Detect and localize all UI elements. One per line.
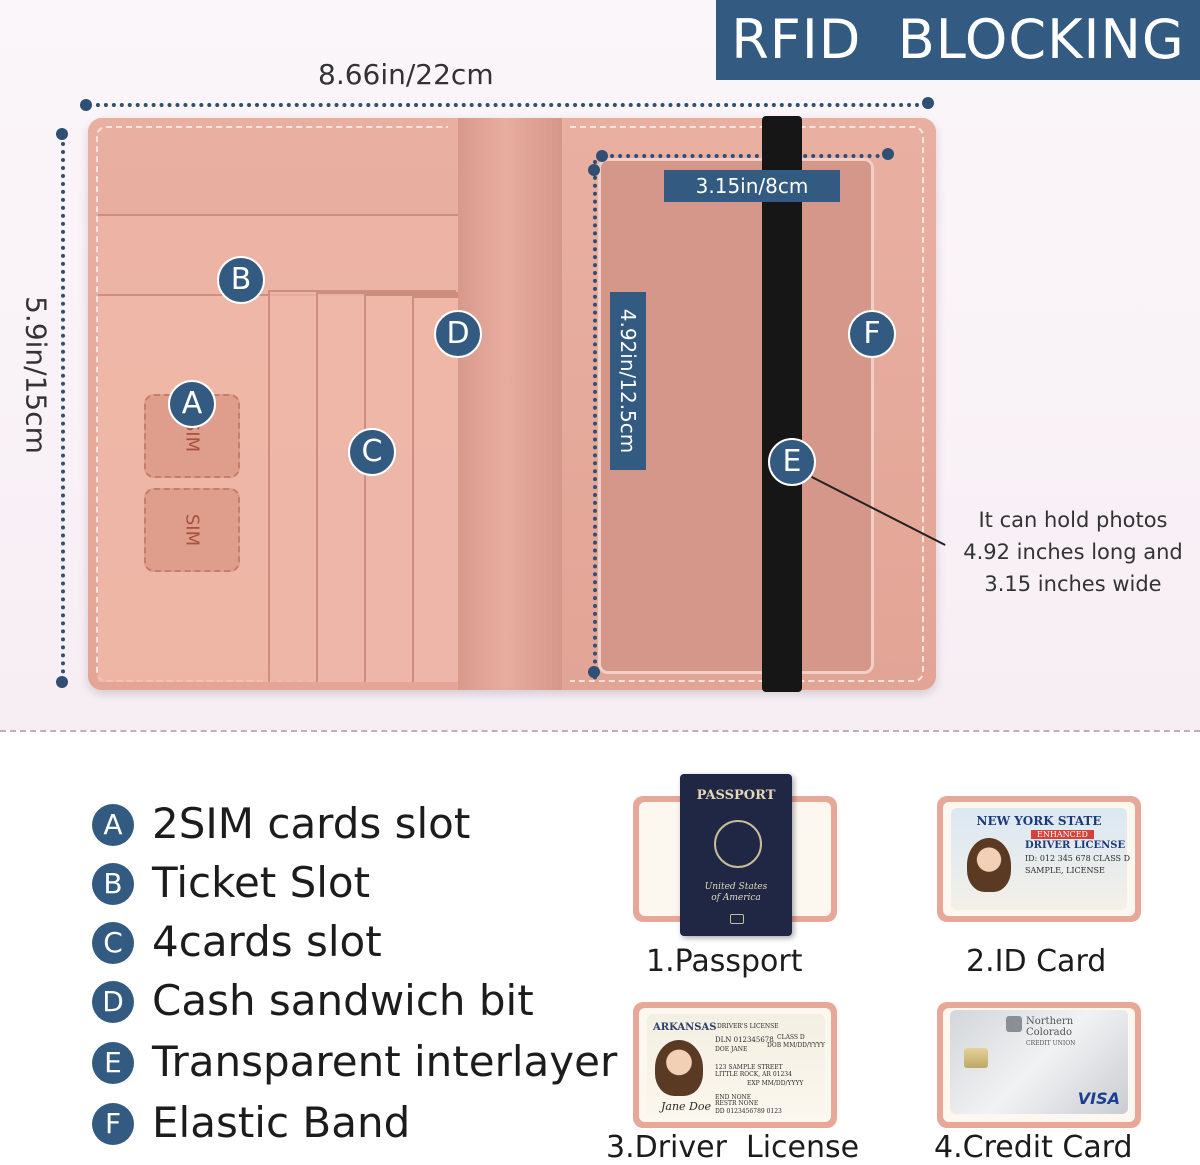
legend-badge: E <box>92 1042 134 1084</box>
license-address-2: LITTLE ROCK, AR 01234 <box>715 1071 792 1078</box>
marker-b: B <box>217 256 265 304</box>
legend-badge: F <box>92 1103 134 1145</box>
width-dimension-label: 8.66in/22cm <box>318 58 494 91</box>
legend-text: Cash sandwich bit <box>152 976 534 1025</box>
bank-name: Northern Colorado CREDIT UNION <box>1026 1016 1075 1049</box>
id-card-frame: NEW YORK STATE ENHANCED DRIVER LICENSE I… <box>937 796 1141 922</box>
window-height-label: 4.92in/12.5cm <box>610 292 646 470</box>
marker-d: D <box>434 310 482 358</box>
elastic-band <box>762 116 802 692</box>
height-dimension-end <box>56 676 68 688</box>
legend-badge: C <box>92 922 134 964</box>
license-type: DRIVER'S LICENSE <box>717 1023 779 1030</box>
window-width-start <box>596 150 608 162</box>
id-card-tag: ENHANCED <box>1031 830 1094 839</box>
wallet-left-panel: SIM SIM <box>88 118 460 690</box>
marker-a: A <box>168 380 216 428</box>
right-panel-stitching <box>570 126 924 682</box>
id-card-type: DRIVER LICENSE <box>1025 840 1126 851</box>
window-width-label: 3.15in/8cm <box>664 170 840 202</box>
note-line-1: It can hold photos <box>978 508 1168 532</box>
id-card-inner: NEW YORK STATE ENHANCED DRIVER LICENSE I… <box>943 802 1135 916</box>
license-dob: DOB MM/DD/YYYY <box>767 1042 825 1049</box>
credit-card-image: Northern Colorado CREDIT UNION VISA <box>950 1010 1128 1114</box>
license-exp: EXP MM/DD/YYYY <box>747 1080 804 1087</box>
window-height-start <box>588 164 600 176</box>
legend-text: Elastic Band <box>152 1098 411 1147</box>
bank-name-line-1: Northern <box>1026 1016 1074 1027</box>
window-width-end <box>882 148 894 160</box>
license-photo <box>655 1040 703 1096</box>
id-card-state: NEW YORK STATE <box>976 814 1102 828</box>
driver-license-inner: ARKANSAS DRIVER'S LICENSE DLN 012345678 … <box>639 1008 831 1122</box>
bank-name-line-2: Colorado <box>1026 1027 1073 1038</box>
credit-card-caption: 4.Credit Card <box>934 1130 1133 1165</box>
license-signature: Jane Doe <box>661 1100 712 1113</box>
id-card-holder: SAMPLE, LICENSE <box>1025 866 1105 875</box>
wallet-spine <box>458 118 562 690</box>
license-state: ARKANSAS <box>653 1022 717 1033</box>
driver-license-caption: 3.Driver License <box>606 1130 860 1165</box>
license-name: DOE JANE <box>715 1046 748 1053</box>
bank-name-line-3: CREDIT UNION <box>1026 1040 1076 1047</box>
width-dimension-line <box>88 103 928 107</box>
marker-e: E <box>768 438 816 486</box>
sim-slot-label: SIM <box>181 513 203 547</box>
legend-text: 4cards slot <box>152 917 382 966</box>
passport-title: PASSPORT <box>696 788 776 803</box>
section-divider <box>0 730 1200 732</box>
license-end: END NONE <box>715 1094 752 1101</box>
bank-logo-icon <box>1006 1016 1022 1032</box>
rfid-banner: RFID BLOCKING <box>716 0 1200 80</box>
passport-image: PASSPORT United States of America <box>680 774 792 936</box>
id-photo <box>967 838 1011 892</box>
license-dd: DD 0123456789 0123 <box>715 1108 782 1115</box>
window-width-line <box>602 154 888 158</box>
driver-license-image: ARKANSAS DRIVER'S LICENSE DLN 012345678 … <box>647 1014 825 1118</box>
marker-f: F <box>848 310 896 358</box>
passport-subtitle: United States of America <box>680 882 792 904</box>
legend-badge: A <box>92 804 134 846</box>
width-dimension-start <box>80 99 92 111</box>
driver-license-frame: ARKANSAS DRIVER'S LICENSE DLN 012345678 … <box>633 1002 837 1128</box>
license-class: CLASS D <box>777 1034 805 1041</box>
legend-text: Transparent interlayer <box>152 1037 618 1086</box>
passport-subtitle-line-2: of America <box>711 893 761 903</box>
height-dimension-line <box>61 134 65 682</box>
sim-slot-2: SIM <box>144 488 240 572</box>
id-card-caption: 2.ID Card <box>966 944 1107 979</box>
height-dimension-start <box>56 128 68 140</box>
legend-badge: B <box>92 863 134 905</box>
legend-text: 2SIM cards slot <box>152 799 471 848</box>
marker-c: C <box>348 428 396 476</box>
legend-badge: D <box>92 981 134 1023</box>
id-card-image: NEW YORK STATE ENHANCED DRIVER LICENSE I… <box>951 808 1130 910</box>
license-address-1: 123 SAMPLE STREET <box>715 1064 783 1071</box>
width-dimension-end <box>922 97 934 109</box>
license-restr: RESTR NONE <box>715 1100 759 1107</box>
note-line-2: 4.92 inches long and <box>963 540 1183 564</box>
window-height-text: 4.92in/12.5cm <box>616 308 640 454</box>
passport-caption: 1.Passport <box>646 944 803 979</box>
legend-text: Ticket Slot <box>152 858 371 907</box>
window-note: It can hold photos 4.92 inches long and … <box>948 504 1198 600</box>
card-chip-icon <box>964 1048 988 1068</box>
id-card-class: CLASS D <box>1093 854 1130 863</box>
id-card-number: ID: 012 345 678 <box>1025 854 1091 863</box>
card-slot-4 <box>412 296 460 682</box>
height-dimension-label: 5.9in/15cm <box>19 296 53 454</box>
eagle-seal-icon <box>714 820 762 868</box>
passport-subtitle-line-1: United States <box>704 882 768 892</box>
biometric-chip-icon <box>730 914 744 924</box>
license-dln: DLN 012345678 <box>715 1036 774 1044</box>
window-height-line <box>593 160 597 680</box>
window-height-end <box>588 666 600 678</box>
note-line-3: 3.15 inches wide <box>984 572 1162 596</box>
card-network-logo: VISA <box>1077 1089 1120 1108</box>
